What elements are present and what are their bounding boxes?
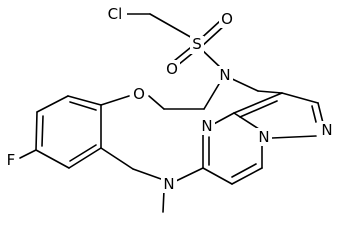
bond-pyz-c2-n2-inner (311, 105, 317, 123)
bond-ch2-n-amine (132, 168, 162, 180)
bond-benz-4 (35, 149, 70, 169)
bond-c-f (19, 149, 37, 159)
svg-text:O: O (221, 10, 233, 28)
bond-s-o-bottom-a (173, 47, 191, 62)
bond-pyz-n2-n1 (271, 135, 317, 139)
svg-text:O: O (133, 85, 145, 103)
bond-pyz-c3a-c3-inner (239, 100, 278, 118)
svg-text:F: F (7, 151, 16, 169)
svg-text:N: N (163, 175, 174, 193)
bond-pym-c6-c5 (202, 167, 233, 185)
bond-benz-3 (35, 111, 38, 151)
bond-pym-c7-c6 (231, 167, 263, 185)
bond-pyz-c3a-c3 (233, 92, 283, 114)
bond-benz-1-inner (69, 101, 97, 111)
structure-canvas: Cl S O O N O F N (4, 5, 335, 213)
fluorine-atom: F (4, 151, 18, 169)
bond-benz-1 (67, 95, 102, 106)
sulfonyl-oxygen-top: O (219, 10, 235, 28)
bonds (19, 13, 324, 213)
bond-ethylene-o (148, 95, 165, 110)
bond-ch2-s (149, 13, 195, 40)
bond-benz-2 (36, 95, 69, 113)
sulfonamide-nitrogen: N (217, 66, 233, 84)
atom-labels: Cl S O O N O F N (4, 5, 335, 193)
ether-oxygen: O (131, 85, 147, 103)
sulfur-atom: S (190, 35, 204, 54)
bond-benz-5 (68, 147, 102, 169)
bond-n-methyl (162, 189, 165, 213)
bond-aryl-ch2 (100, 147, 134, 170)
bond-benz-3-inner (41, 115, 44, 147)
pyrazole-nitrogen: N (319, 121, 335, 139)
bond-ch2-pyrazole (257, 90, 283, 94)
bond-pyz-c2-n2 (317, 102, 324, 124)
molecule-structure-diagram: Cl S O O N O F N (4, 5, 335, 213)
pyrimidine-nitrogen: N (199, 117, 215, 135)
bond-benz-5-inner (69, 144, 97, 162)
bond-pym-c7-c6-inner (231, 163, 257, 178)
svg-text:N: N (219, 66, 230, 84)
svg-text:N: N (258, 128, 269, 146)
bond-s-o-bottom-b (177, 51, 195, 66)
bond-n-pyrimidine (175, 167, 204, 182)
chlorine-atom: Cl (105, 5, 127, 23)
svg-text:N: N (321, 121, 332, 139)
svg-text:S: S (192, 35, 202, 53)
bridgehead-nitrogen: N (256, 128, 272, 146)
svg-text:N: N (201, 117, 212, 135)
methylamino-nitrogen: N (161, 175, 177, 193)
bond-s-o-top-b (200, 24, 226, 48)
bond-o-aryl (100, 95, 130, 106)
bond-pyz-c3-c2 (281, 92, 319, 104)
sulfonyl-oxygen-bottom: O (164, 60, 180, 78)
svg-text:O: O (166, 60, 178, 78)
svg-text:Cl: Cl (108, 5, 123, 23)
